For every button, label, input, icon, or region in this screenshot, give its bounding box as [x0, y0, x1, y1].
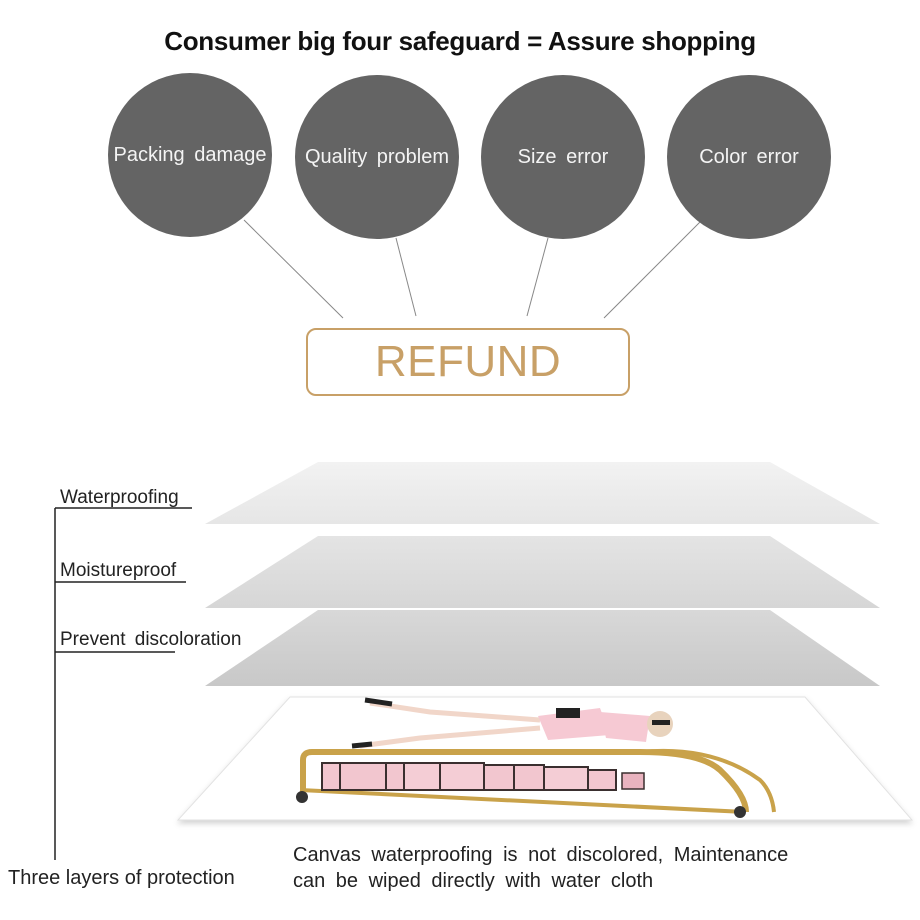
layer-moistureproof — [205, 536, 880, 608]
issue-circle-color: Color error — [667, 75, 831, 239]
description-line-2: can be wiped directly with water cloth — [293, 870, 654, 892]
connector-line-4 — [603, 221, 701, 319]
issue-circle-quality: Quality problem — [295, 75, 459, 239]
layer-label-waterproofing: Waterproofing — [60, 487, 179, 508]
canvas-illustration — [296, 697, 776, 818]
layer-waterproofing — [205, 462, 880, 524]
issue-label: Size error — [517, 145, 609, 168]
issue-circle-size: Size error — [481, 75, 645, 239]
page-heading: Consumer big four safeguard = Assure sho… — [164, 26, 756, 56]
connector-line-3 — [526, 237, 549, 317]
connector-line-1 — [243, 219, 344, 319]
refund-box: REFUND — [306, 328, 630, 396]
issue-label: Packing damage — [113, 143, 267, 166]
layer-label-prevent-discoloration: Prevent discoloration — [60, 629, 242, 650]
issue-label: Color error — [699, 145, 799, 168]
issue-circle-packing: Packing damage — [108, 73, 272, 237]
description: Canvas waterproofing is not discolored, … — [293, 842, 813, 894]
protection-label: Three layers of protection — [8, 867, 235, 889]
layer-label-moistureproof: Moistureproof — [60, 560, 177, 581]
issue-label: Quality problem — [304, 145, 450, 168]
refund-label: REFUND — [374, 337, 562, 386]
layer-prevent-discoloration — [205, 610, 880, 686]
description-line-1: Canvas waterproofing is not discolored, … — [293, 844, 789, 866]
connector-line-2 — [395, 237, 417, 317]
